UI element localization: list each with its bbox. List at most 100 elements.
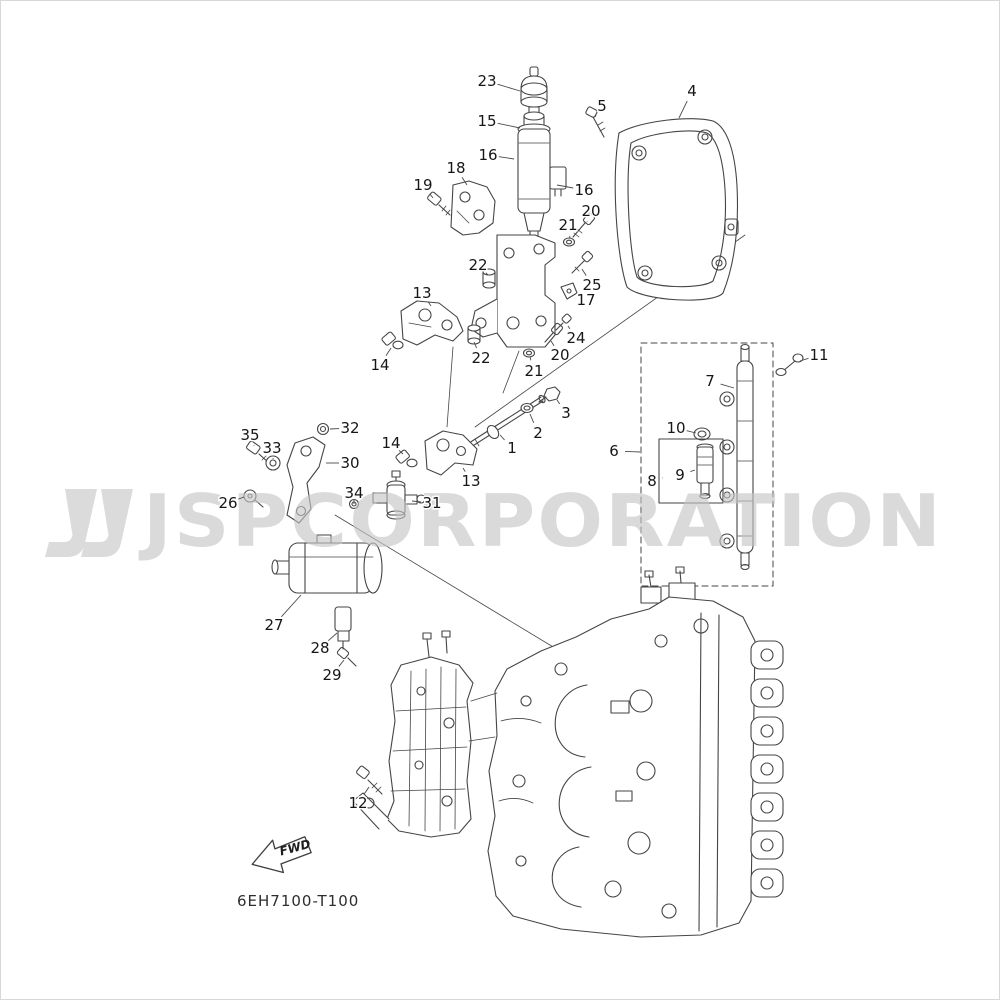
callout-number-13: 13 bbox=[461, 472, 480, 490]
fuel-rail-group bbox=[640, 342, 804, 587]
callout-number-29: 29 bbox=[322, 666, 341, 684]
callout-leader-line bbox=[398, 450, 404, 455]
callout-number-4: 4 bbox=[687, 82, 697, 100]
callout-number-35: 35 bbox=[240, 426, 259, 444]
bolt-14-upper bbox=[381, 331, 404, 350]
fuel-pump-assembly bbox=[517, 66, 567, 251]
callout-number-8: 8 bbox=[647, 472, 657, 490]
callout-leader-line bbox=[799, 357, 809, 362]
injector-sub-box-8 bbox=[658, 438, 724, 504]
pump-main-bracket bbox=[470, 234, 556, 348]
callout-leader-line bbox=[556, 399, 561, 405]
bracket-30 bbox=[286, 436, 326, 524]
callout-number-30: 30 bbox=[340, 454, 359, 472]
callout-number-21: 21 bbox=[558, 216, 577, 234]
callout-number-15: 15 bbox=[477, 112, 496, 130]
fwd-marker: FWD bbox=[251, 836, 312, 874]
small-block bbox=[352, 630, 474, 838]
sensor-28 bbox=[334, 606, 352, 650]
callout-leader-line bbox=[594, 115, 597, 118]
washer-21-upper bbox=[562, 237, 576, 247]
callout-leader-line bbox=[529, 413, 535, 424]
callout-number-23: 23 bbox=[477, 72, 496, 90]
callout-leader-line bbox=[363, 786, 370, 795]
callout-leader-line bbox=[624, 450, 641, 453]
callout-number-20: 20 bbox=[550, 346, 569, 364]
callout-number-25: 25 bbox=[582, 276, 601, 294]
callout-leader-line bbox=[327, 632, 338, 642]
callout-number-34: 34 bbox=[344, 484, 363, 502]
callout-number-28: 28 bbox=[310, 639, 329, 657]
callout-leader-line bbox=[461, 176, 468, 186]
part-code: 6EH7100-T100 bbox=[237, 892, 359, 910]
callout-number-2: 2 bbox=[533, 424, 543, 442]
callout-number-10: 10 bbox=[666, 419, 685, 437]
callout-leader-line bbox=[686, 430, 697, 434]
pump-connector-16 bbox=[549, 166, 567, 190]
callout-number-20: 20 bbox=[581, 202, 600, 220]
callout-number-9: 9 bbox=[675, 466, 685, 484]
bracket-13-upper bbox=[400, 300, 464, 346]
bolt-25 bbox=[571, 250, 594, 274]
callout-number-16: 16 bbox=[574, 181, 593, 199]
callout-leader-line bbox=[720, 383, 735, 389]
callout-leader-line bbox=[498, 156, 515, 160]
callout-leader-line bbox=[497, 83, 521, 92]
bolt-5 bbox=[585, 106, 606, 138]
callout-number-17: 17 bbox=[576, 291, 595, 309]
callout-leader-line bbox=[238, 496, 245, 500]
callout-leader-line bbox=[529, 356, 532, 361]
callout-leader-line bbox=[678, 100, 688, 119]
pipe-joint-31 bbox=[372, 470, 426, 520]
watermark: JSPCORPORATION bbox=[45, 479, 943, 563]
nut-32 bbox=[316, 422, 330, 436]
fwd-arrow-icon bbox=[251, 836, 312, 874]
bolt-12 bbox=[356, 765, 383, 795]
callout-number-21: 21 bbox=[524, 362, 543, 380]
callout-number-22: 22 bbox=[471, 349, 490, 367]
fuel-injector-9 bbox=[696, 443, 714, 500]
bolt-29 bbox=[336, 646, 357, 667]
callout-number-18: 18 bbox=[446, 159, 465, 177]
callout-number-24: 24 bbox=[566, 329, 585, 347]
injector-cushion-10 bbox=[693, 427, 711, 441]
callout-number-14: 14 bbox=[370, 356, 389, 374]
bolt-3 bbox=[538, 386, 561, 403]
bolt-11 bbox=[775, 353, 804, 377]
callout-leader-line bbox=[575, 292, 578, 295]
callout-number-6: 6 bbox=[609, 442, 619, 460]
bolt-14-lower bbox=[395, 449, 418, 468]
watermark-text: JSPCORPORATION bbox=[138, 479, 943, 563]
callout-leader-line bbox=[338, 659, 345, 667]
left-bracket-assembly bbox=[243, 422, 426, 524]
callout-leader-line bbox=[411, 500, 422, 503]
callout-leader-line bbox=[497, 122, 521, 129]
callout-number-3: 3 bbox=[561, 404, 571, 422]
bolt-19 bbox=[427, 191, 451, 216]
callout-number-27: 27 bbox=[264, 616, 283, 634]
diagram-line-art bbox=[243, 66, 804, 938]
bracket-13-lower bbox=[424, 430, 478, 476]
callout-number-12: 12 bbox=[348, 794, 367, 812]
cover-panel-part bbox=[614, 118, 739, 301]
bolt-20-lower bbox=[544, 322, 564, 343]
callout-leader-line bbox=[550, 340, 555, 346]
callout-number-31: 31 bbox=[422, 494, 441, 512]
callout-leader-line bbox=[556, 184, 574, 189]
callout-leader-line bbox=[462, 467, 466, 472]
callout-number-1: 1 bbox=[507, 439, 517, 457]
callout-leader-line bbox=[499, 434, 505, 441]
callout-number-5: 5 bbox=[597, 97, 607, 115]
callout-leader-line bbox=[385, 347, 392, 357]
callout-number-32: 32 bbox=[340, 419, 359, 437]
callout-leader-line bbox=[473, 341, 478, 349]
callout-leader-line bbox=[567, 325, 571, 330]
callout-number-33: 33 bbox=[262, 439, 281, 457]
fuel-filter-27 bbox=[271, 534, 383, 594]
washer-2 bbox=[520, 402, 534, 414]
callout-leader-line bbox=[429, 193, 434, 199]
callout-number-7: 7 bbox=[705, 372, 715, 390]
callout-number-13: 13 bbox=[412, 284, 431, 302]
